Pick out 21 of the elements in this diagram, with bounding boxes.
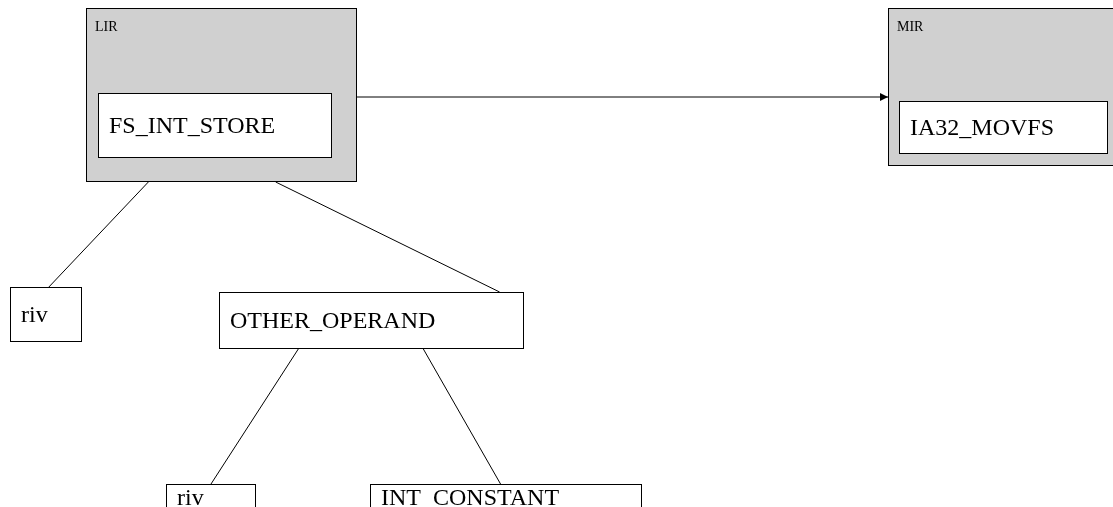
node-box: [98, 93, 332, 158]
group-label: LIR: [95, 19, 118, 35]
connector-line: [210, 348, 299, 485]
group-label: MIR: [897, 19, 924, 35]
node-label: riv: [21, 301, 48, 328]
connector-line: [275, 181, 501, 293]
node-box: [10, 287, 82, 342]
node-box: [219, 292, 524, 349]
connector-line: [422, 348, 502, 485]
node-label: OTHER_OPERAND: [230, 307, 436, 334]
arrow: [356, 93, 889, 101]
node-label: riv: [177, 486, 204, 507]
group-box: [86, 8, 357, 182]
node-box: [899, 101, 1108, 154]
node-label: IA32_MOVFS: [910, 114, 1055, 141]
node-label: FS_INT_STORE: [109, 112, 276, 139]
node-box: [166, 484, 256, 507]
node-box: [370, 484, 642, 507]
connector-line: [48, 181, 149, 288]
node-label: INT_CONSTANT: [381, 486, 560, 507]
group-box: [888, 8, 1113, 166]
